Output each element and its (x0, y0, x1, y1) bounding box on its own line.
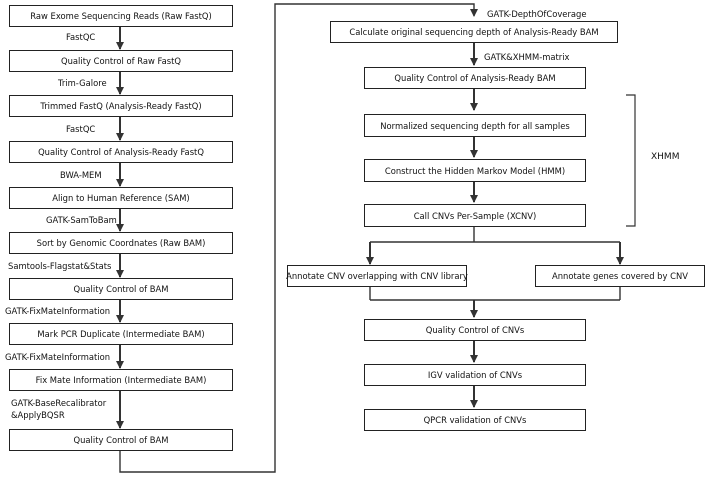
xhmm-bracket (626, 94, 636, 227)
flow-step-box: Align to Human Reference (SAM) (9, 187, 233, 209)
flow-step-box: Mark PCR Duplicate (Intermediate BAM) (9, 323, 233, 345)
flow-step-box: Calculate original sequencing depth of A… (330, 21, 618, 43)
tool-label: GATK-DepthOfCoverage (487, 9, 587, 19)
flow-step-box: Quality Control of Analysis-Ready BAM (364, 67, 586, 89)
tool-label: &ApplyBQSR (11, 410, 65, 420)
tool-label: Samtools-Flagstat&Stats (8, 261, 112, 271)
flow-step-box: Raw Exome Sequencing Reads (Raw FastQ) (9, 5, 233, 27)
flow-step-box: QPCR validation of CNVs (364, 409, 586, 431)
flow-step-box: Trimmed FastQ (Analysis-Ready FastQ) (9, 95, 233, 117)
flow-step-box: Annotate genes covered by CNV (535, 265, 705, 287)
flow-step-box: Sort by Genomic Coordnates (Raw BAM) (9, 232, 233, 254)
tool-label: FastQC (66, 32, 96, 42)
flow-step-box: Construct the Hidden Markov Model (HMM) (364, 159, 586, 182)
tool-label: FastQC (66, 124, 96, 134)
tool-label: GATK-SamToBam (46, 215, 117, 225)
flow-step-box: Quality Control of BAM (9, 278, 233, 300)
flow-step-box: Annotate CNV overlapping with CNV librar… (286, 265, 468, 287)
flow-step-box: Call CNVs Per-Sample (XCNV) (364, 204, 586, 227)
tool-label: GATK-FixMateInformation (5, 352, 111, 362)
flow-step-box: Quality Control of Raw FastQ (9, 50, 233, 72)
flow-step-box: Quality Control of BAM (9, 429, 233, 451)
flow-step-box: Fix Mate Information (Intermediate BAM) (9, 369, 233, 391)
tool-label: BWA-MEM (60, 170, 102, 180)
flow-step-box: Quality Control of CNVs (364, 319, 586, 341)
tool-label: GATK-FixMateInformation (5, 306, 111, 316)
flow-step-box: IGV validation of CNVs (364, 364, 586, 386)
flow-step-box: Quality Control of Analysis-Ready FastQ (9, 141, 233, 163)
tool-label: GATK&XHMM-matrix (484, 52, 570, 62)
flow-step-box: Normalized sequencing depth for all samp… (364, 114, 586, 137)
xhmm-label: XHMM (651, 152, 680, 162)
tool-label: GATK-BaseRecalibrator (11, 398, 107, 408)
tool-label: Trim-Galore (58, 78, 107, 88)
column-connector (119, 3, 478, 473)
